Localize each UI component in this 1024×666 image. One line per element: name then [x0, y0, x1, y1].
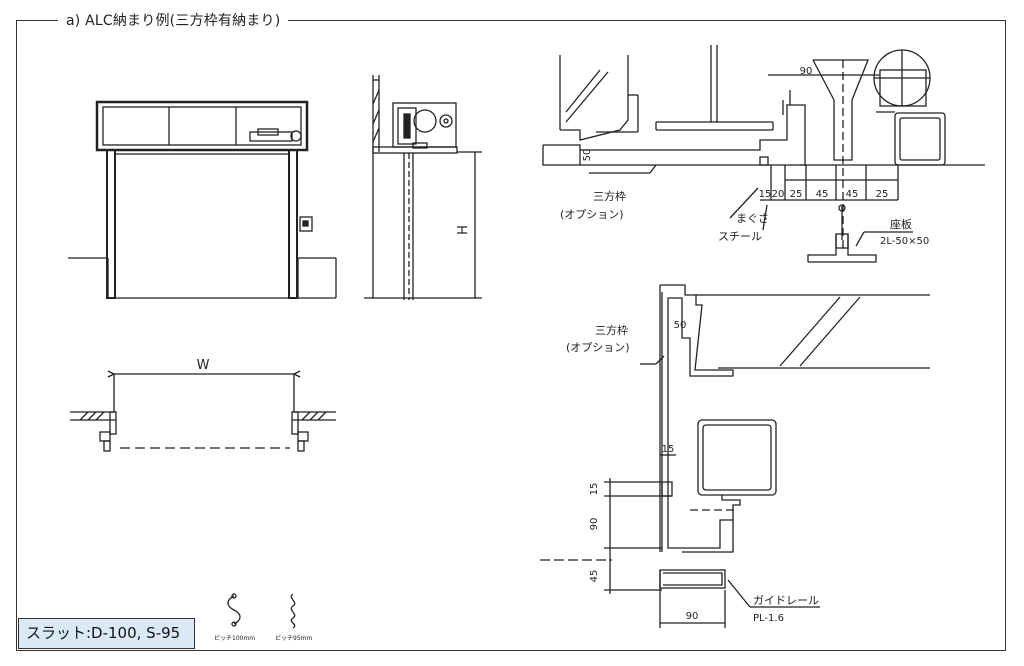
label-frame-bottom: 三方枠: [595, 323, 628, 337]
label-guide-rail: ガイドレール: [753, 594, 819, 607]
height-label: H: [456, 225, 471, 235]
jamb-detail: [540, 284, 930, 628]
slat-pitch-100: ピッチ100mm: [214, 635, 255, 642]
dim-top-50: 50: [582, 149, 593, 162]
label-zaban: 座板: [890, 217, 912, 231]
label-frame-top: 三方枠: [593, 189, 626, 203]
dim-bottom-90: 90: [686, 611, 699, 622]
slat-profile-s95-icon: [290, 593, 296, 629]
label-magusa: まぐさ: [736, 212, 769, 225]
dim-top-90: 90: [800, 66, 813, 77]
drawing-title: a) ALC納まり例(三方枠有納まり): [58, 10, 289, 30]
plan-view: [70, 370, 336, 452]
dim-top-15: 15: [759, 189, 772, 200]
motor-icon: [249, 128, 302, 142]
dim-top-25a: 25: [790, 189, 803, 200]
label-guide-rail-spec: PL-1.6: [753, 613, 784, 624]
label-zaban-spec: 2L-50×50: [880, 236, 929, 247]
dim-top-25b: 25: [876, 189, 889, 200]
drawing-frame: [16, 20, 1006, 651]
dim-side-45: 45: [589, 570, 600, 583]
slat-pitch-95: ピッチ95mm: [275, 635, 312, 642]
width-label: W: [197, 358, 210, 373]
label-steel: スチール: [718, 230, 762, 243]
label-option-bottom: (オプション): [566, 341, 630, 354]
dim-top-20: 20: [772, 189, 785, 200]
label-option-top: (オプション): [560, 208, 624, 221]
slat-profile-d100-icon: [227, 593, 241, 627]
dim-bottom-50: 50: [674, 320, 687, 331]
dim-top-45b: 45: [846, 189, 859, 200]
side-section: [364, 75, 482, 300]
switch-box-icon: [299, 216, 313, 232]
dim-bottom-15: 15: [662, 444, 675, 455]
slat-type-label: スラット:D-100, S-95: [18, 618, 195, 649]
dim-side-90: 90: [589, 518, 600, 531]
dim-side-15: 15: [589, 483, 600, 496]
front-elevation: [68, 100, 337, 299]
head-detail: [542, 45, 985, 263]
dim-top-45a: 45: [816, 189, 829, 200]
